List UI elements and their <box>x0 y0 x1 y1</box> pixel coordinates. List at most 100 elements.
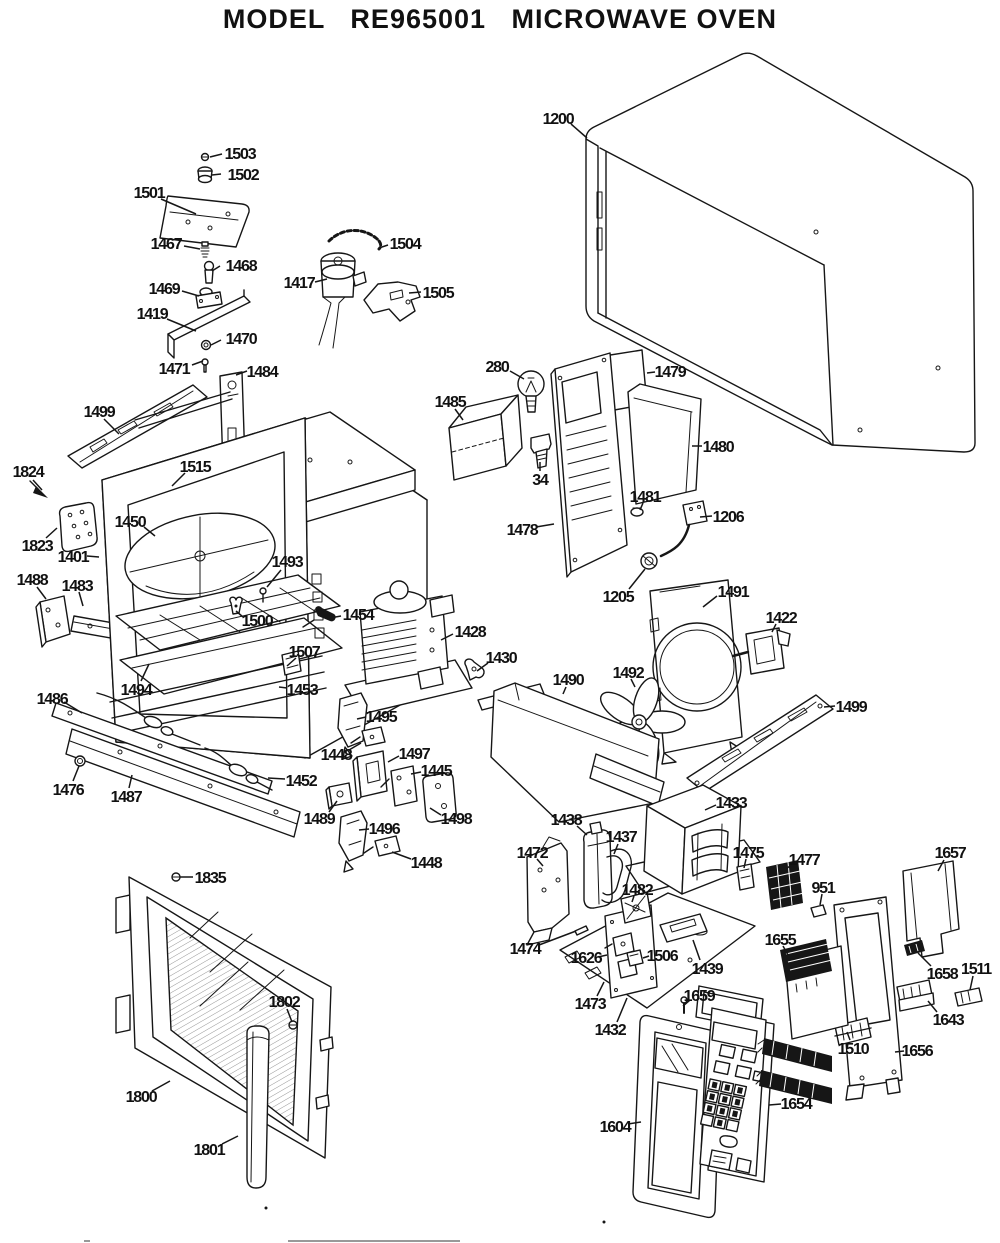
part-1452-wire-links <box>96 692 273 791</box>
part-1419-bar <box>167 289 251 359</box>
leader-1658 <box>917 952 932 967</box>
leader-1655 <box>782 945 789 956</box>
callout-1604: 1604 <box>600 1119 632 1136</box>
callout-1469: 1469 <box>149 281 181 298</box>
leader-1470 <box>210 339 222 346</box>
leader-1491 <box>702 595 718 608</box>
part-1445-switch <box>380 765 418 807</box>
callout-1659: 1659 <box>684 988 716 1005</box>
leader-1486 <box>63 701 83 714</box>
callout-1497: 1497 <box>399 746 431 763</box>
callout-1515: 1515 <box>180 459 212 476</box>
callout-1422: 1422 <box>766 610 798 627</box>
callout-1499: 1499 <box>84 404 116 421</box>
callout-1801: 1801 <box>194 1142 226 1159</box>
part-1493-screw <box>259 587 267 603</box>
callout-1481: 1481 <box>630 489 662 506</box>
leader-1471 <box>191 360 204 366</box>
callout-1473: 1473 <box>575 996 607 1013</box>
part-1495-latch <box>337 692 368 760</box>
leader-1492 <box>630 678 636 688</box>
callout-1824: 1824 <box>13 464 45 481</box>
callout-1501: 1501 <box>134 185 166 202</box>
part-1655-relay-board <box>780 939 849 1040</box>
leader-1515 <box>171 472 186 487</box>
callout-1626: 1626 <box>571 950 603 967</box>
callout-1492: 1492 <box>613 665 645 682</box>
leader-1495 <box>356 716 367 720</box>
leader-1499 <box>823 705 836 708</box>
leader-1511 <box>969 975 974 991</box>
leader-1417 <box>314 278 328 283</box>
leader-1604 <box>627 1121 642 1125</box>
part-1438-capacitor <box>582 821 613 909</box>
page-title: MODEL RE965001 MICROWAVE OVEN <box>222 4 778 34</box>
callout-1507: 1507 <box>289 644 321 661</box>
part-1658-clip <box>904 940 925 956</box>
part-1505-bracket <box>363 281 421 322</box>
callout-1504: 1504 <box>390 236 422 253</box>
part-1503-screw <box>200 152 210 162</box>
part-1477-terminal-block <box>766 860 805 910</box>
callout-1657: 1657 <box>935 845 967 862</box>
part-1437-strap <box>601 848 632 904</box>
part-1485-lamp-box <box>448 394 523 481</box>
callout-1485: 1485 <box>435 394 467 411</box>
callout-1488: 1488 <box>17 572 49 589</box>
part-1448-switch-lower <box>363 835 401 857</box>
part-1496-latch <box>338 810 368 873</box>
part-1491-fan-bracket <box>649 579 745 765</box>
leader-280 <box>509 370 525 380</box>
leader-1437 <box>613 843 619 855</box>
part-1476-nut <box>74 755 86 767</box>
callout-1823: 1823 <box>22 538 54 555</box>
part-34-socket <box>530 433 552 469</box>
callout-1479: 1479 <box>655 364 687 381</box>
part-1482-relay <box>620 891 652 924</box>
leader-1469 <box>181 290 200 297</box>
callout-1453: 1453 <box>287 682 319 699</box>
callout-1419: 1419 <box>137 306 169 323</box>
keypad-buttons <box>699 1043 766 1133</box>
part-1480-side-panel <box>627 383 702 505</box>
leader-1493 <box>266 569 282 588</box>
callout-1475: 1475 <box>733 845 765 862</box>
callout-1643: 1643 <box>933 1012 965 1029</box>
leader-1454 <box>329 615 342 619</box>
part-1499-left-rail <box>67 384 208 469</box>
callout-1471: 1471 <box>159 361 191 378</box>
leader-1656 <box>894 1050 905 1053</box>
leader-1205 <box>628 568 646 590</box>
leader-1206 <box>699 515 713 518</box>
leader-1506 <box>642 955 650 959</box>
callout-1433: 1433 <box>716 795 748 812</box>
part-1439-bracket <box>659 913 708 943</box>
part-1448-switch-upper <box>350 726 386 747</box>
leader-1422 <box>771 623 777 633</box>
leader-1507 <box>286 657 297 667</box>
callout-1499: 1499 <box>836 699 868 716</box>
leader-1823 <box>45 527 58 539</box>
leader-1445 <box>410 771 422 775</box>
leader-1501 <box>160 198 197 215</box>
part-1494-shelf <box>115 574 343 695</box>
callout-1478: 1478 <box>507 522 539 539</box>
leader-1428 <box>440 633 454 641</box>
part-1823-plate <box>58 501 98 553</box>
part-1497-switch <box>352 750 388 802</box>
callout-1438: 1438 <box>551 812 583 829</box>
leader-1483 <box>78 591 84 607</box>
callout-34: 34 <box>532 472 549 489</box>
callout-1439: 1439 <box>692 961 724 978</box>
part-1801-door-handle <box>246 1025 270 1189</box>
leader-1496 <box>358 828 370 831</box>
leader-1433 <box>704 804 717 811</box>
callout-1510: 1510 <box>838 1041 870 1058</box>
part-1205-nut <box>640 552 658 570</box>
leader-1401 <box>86 555 100 558</box>
leader-1476 <box>72 765 80 782</box>
callout-1480: 1480 <box>703 439 735 456</box>
